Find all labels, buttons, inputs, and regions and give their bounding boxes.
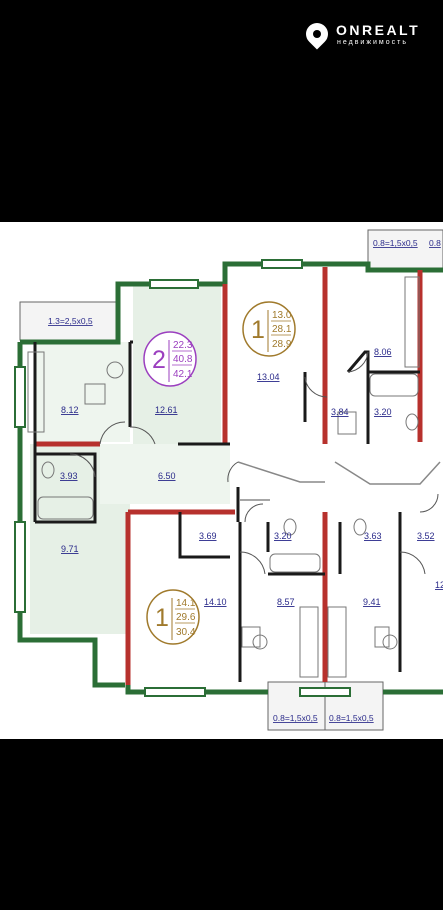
room-area-label: 8.06 — [374, 347, 392, 357]
apartment-rooms: 2 — [152, 346, 166, 374]
apartment-living-area: 14.1 — [176, 598, 196, 609]
apartment-badge-one-room-bottom: 1 14.1 29.6 30.4 — [146, 589, 200, 645]
corridor-floor-tint — [100, 444, 230, 504]
party-walls — [35, 267, 423, 685]
apartment-badge-one-room-top: 1 13.0 28.1 28.9 — [242, 301, 296, 357]
room-area-label: 3.20 — [274, 531, 292, 541]
room-area-label: 12.61 — [155, 405, 178, 415]
room-area-label: 13.04 — [257, 372, 280, 382]
balcony-area-label: 0.8=1,5х0,5 — [373, 238, 418, 248]
room-area-label: 3.52 — [417, 531, 435, 541]
floor-plan: 2 22.3 40.8 42.1 1 13.0 28.1 28.9 1 14.1… — [0, 222, 443, 739]
room-area-label: 3.84 — [331, 407, 349, 417]
corridor-walls — [237, 461, 441, 501]
room-area-label: 3.20 — [374, 407, 392, 417]
room-area-label: 8.57 — [277, 597, 295, 607]
balcony-area-label: 0.8=1,5х0,5 — [273, 713, 318, 723]
room-area-label: 6.50 — [158, 471, 176, 481]
apartment-total-with-balcony: 30.4 — [176, 627, 196, 638]
apartment-total-with-balcony: 42.1 — [173, 369, 193, 380]
apartment-rooms: 1 — [251, 316, 265, 344]
apartment-living-area: 13.0 — [272, 310, 292, 321]
room-area-label: 8.12 — [61, 405, 79, 415]
balcony-area-label: 0.8 — [429, 238, 441, 248]
apartment-badge-two-room: 2 22.3 40.8 42.1 — [143, 331, 197, 387]
room-area-label: 3.69 — [199, 531, 217, 541]
apartment-rooms: 1 — [155, 604, 169, 632]
window-markers — [14, 259, 351, 697]
watermark-brand: ONREALT — [336, 22, 421, 38]
floor-plan-drawing: 2 22.3 40.8 42.1 1 13.0 28.1 28.9 1 14.1… — [0, 222, 443, 739]
room-area-label: 12 — [435, 580, 443, 590]
door-swings — [69, 351, 439, 575]
balcony-left-top — [19, 301, 119, 341]
apartment-total-area: 29.6 — [176, 612, 196, 623]
watermark-logo: ONREALT недвижимость — [301, 18, 443, 50]
balcony-area-label: 1.3=2,5х0,5 — [48, 316, 93, 326]
watermark-tagline: недвижимость — [337, 39, 408, 46]
room-area-label: 3.63 — [364, 531, 382, 541]
kitchen-floor-tint — [35, 342, 130, 442]
fixtures — [27, 276, 420, 678]
interior-partitions — [33, 340, 420, 682]
balcony-right-top — [367, 229, 443, 271]
apartment-living-area: 22.3 — [173, 340, 193, 351]
apartment-total-area: 40.8 — [173, 354, 193, 365]
room-area-label: 3.93 — [60, 471, 78, 481]
location-pin-icon — [301, 18, 333, 50]
room-area-label: 9.41 — [363, 597, 381, 607]
room-area-label: 14.10 — [204, 597, 227, 607]
apartment-total-area: 28.1 — [272, 324, 292, 335]
room-area-label: 9.71 — [61, 544, 79, 554]
apartment-total-with-balcony: 28.9 — [272, 339, 292, 350]
balcony-area-label: 0.8=1,5х0,5 — [329, 713, 374, 723]
